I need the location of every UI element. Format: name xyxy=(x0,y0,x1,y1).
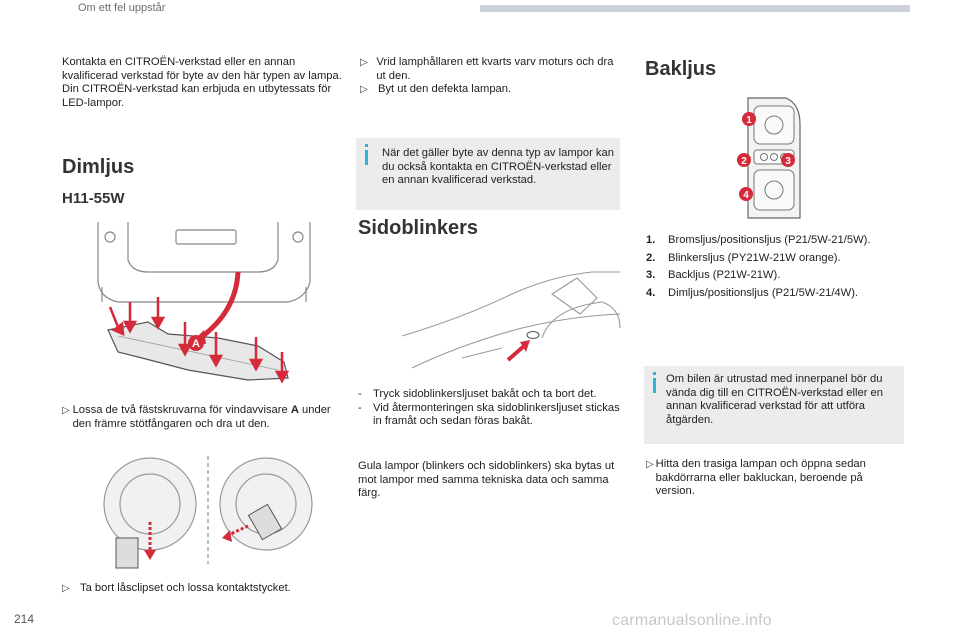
info-text-bakljus: Om bilen är utrustad med innerpanel bör … xyxy=(666,373,884,426)
arrow-right-triangle-icon: ▷ xyxy=(62,583,70,594)
watermark: carmanualsonline.info xyxy=(612,612,772,629)
foglamp-illustration xyxy=(103,456,313,569)
step-dimljus-1: ▷ Lossa de två fästskruvarna för vindavv… xyxy=(62,404,331,430)
info-icon xyxy=(365,144,368,165)
callout-4: 4 xyxy=(743,190,749,201)
callout-3: 3 xyxy=(785,156,791,167)
info-icon xyxy=(653,372,656,393)
list-item: 4.Dimljus/positionsljus (P21/5W-21/4W). xyxy=(646,286,859,299)
arrow-right-triangle-icon: ▷ xyxy=(360,57,368,68)
arrow-right-triangle-icon: ▷ xyxy=(360,84,368,96)
tail-lamp-illustration: 1 2 3 4 xyxy=(737,97,801,219)
step-dimljus-2: ▷Ta bort låsclipset och lossa kontaktsty… xyxy=(62,582,291,594)
bumper-illustration: A xyxy=(97,222,311,384)
blinker-steps: -Tryck sidoblinkersljuset bakåt och ta b… xyxy=(358,388,620,428)
callout-a: A xyxy=(192,338,200,350)
arrow-right-triangle-icon: ▷ xyxy=(62,405,70,416)
blinker-note: Gula lampor (blinkers och sidoblinkers) … xyxy=(358,460,615,500)
intro-text-2: Din CITROËN-verkstad kan erbjuda en utby… xyxy=(62,83,332,109)
list-item: 2.Blinkersljus (PY21W-21W orange). xyxy=(646,251,841,264)
heading-dimljus: Dimljus xyxy=(62,156,135,178)
info-text: När det gäller byte av denna typ av lamp… xyxy=(382,147,614,187)
info-box-dimljus: När det gäller byte av denna typ av lamp… xyxy=(356,138,620,210)
bulb-list: 1.Bromsljus/positionsljus (P21/5W-21/5W)… xyxy=(646,234,906,304)
callout-1: 1 xyxy=(746,115,752,126)
info-box-bakljus: Om bilen är utrustad med innerpanel bör … xyxy=(644,366,904,444)
heading-sidoblinkers: Sidoblinkers xyxy=(358,217,479,239)
intro-block: Kontakta en CITROËN-verkstad eller en an… xyxy=(62,56,352,110)
list-item: 1.Bromsljus/positionsljus (P21/5W-21/5W)… xyxy=(646,234,871,246)
section-header: Om ett fel uppstår xyxy=(78,2,166,14)
subheading-h11: H11-55W xyxy=(62,190,125,207)
intro-text: Kontakta en CITROËN-verkstad eller en an… xyxy=(62,56,342,82)
list-item: 3.Backljus (P21W-21W). xyxy=(646,269,781,282)
callout-2: 2 xyxy=(741,156,747,167)
heading-bakljus: Bakljus xyxy=(645,58,717,80)
header-bar xyxy=(480,5,910,12)
step-bakljus-1: ▷Hitta den trasiga lampan och öppna seda… xyxy=(646,458,866,498)
arrow-right-triangle-icon: ▷ xyxy=(646,459,654,470)
step-dimljus-3: ▷Vrid lamphållaren ett kvarts varv motur… xyxy=(360,56,614,96)
side-blinker-illustration xyxy=(401,271,621,369)
blinker-dash-2: Vid återmonteringen ska sidoblinkersljus… xyxy=(373,401,620,428)
blinker-dash-1: Tryck sidoblinkersljuset bakåt och ta bo… xyxy=(373,388,597,400)
page-number: 214 xyxy=(14,612,35,626)
